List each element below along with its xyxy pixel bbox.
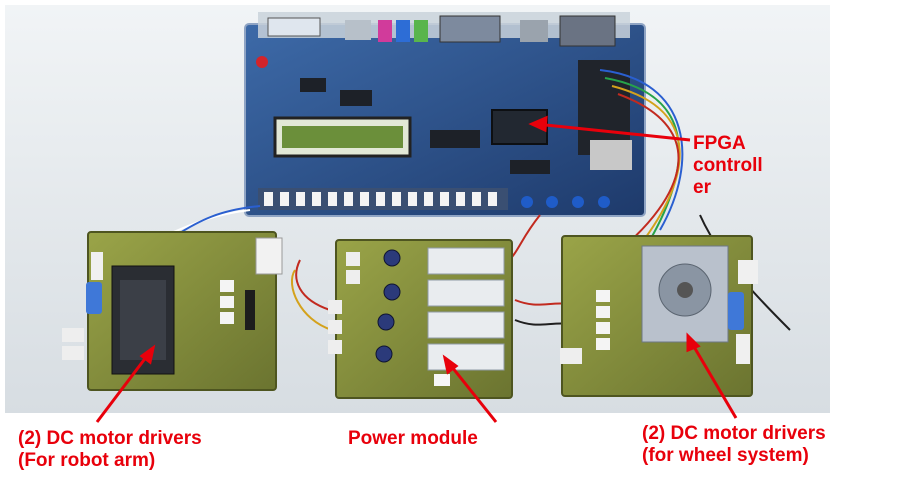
right-motor-driver-board [560,235,758,397]
wires [159,69,791,331]
left-motor-driver-board [62,231,283,391]
right-driver-arrow [688,339,738,419]
fpga-label-line-1: FPGA [693,133,746,154]
power-module-board [328,239,513,399]
fpga-arrow [535,122,691,142]
power-module-label: Power module [348,428,478,450]
fpga-label-line-2: controll [693,155,763,176]
left-driver-arrow [95,351,152,423]
power-arrow [446,361,498,423]
wheel-label-line-2: (for wheel system) [642,445,809,466]
fpga-controller-label: FPGA controll er [693,133,763,199]
power-label-line-1: Power module [348,428,478,449]
wheel-label-line-1: (2) DC motor drivers [642,423,826,444]
fpga-board [244,12,646,217]
robot-arm-label-line-1: (2) DC motor drivers [18,428,202,449]
robot-arm-drivers-label: (2) DC motor drivers (For robot arm) [18,428,202,472]
fpga-label-line-3: er [693,177,711,198]
robot-arm-label-line-2: (For robot arm) [18,450,156,471]
annotation-arrows [95,115,738,423]
wheel-drivers-label: (2) DC motor drivers (for wheel system) [642,423,826,467]
